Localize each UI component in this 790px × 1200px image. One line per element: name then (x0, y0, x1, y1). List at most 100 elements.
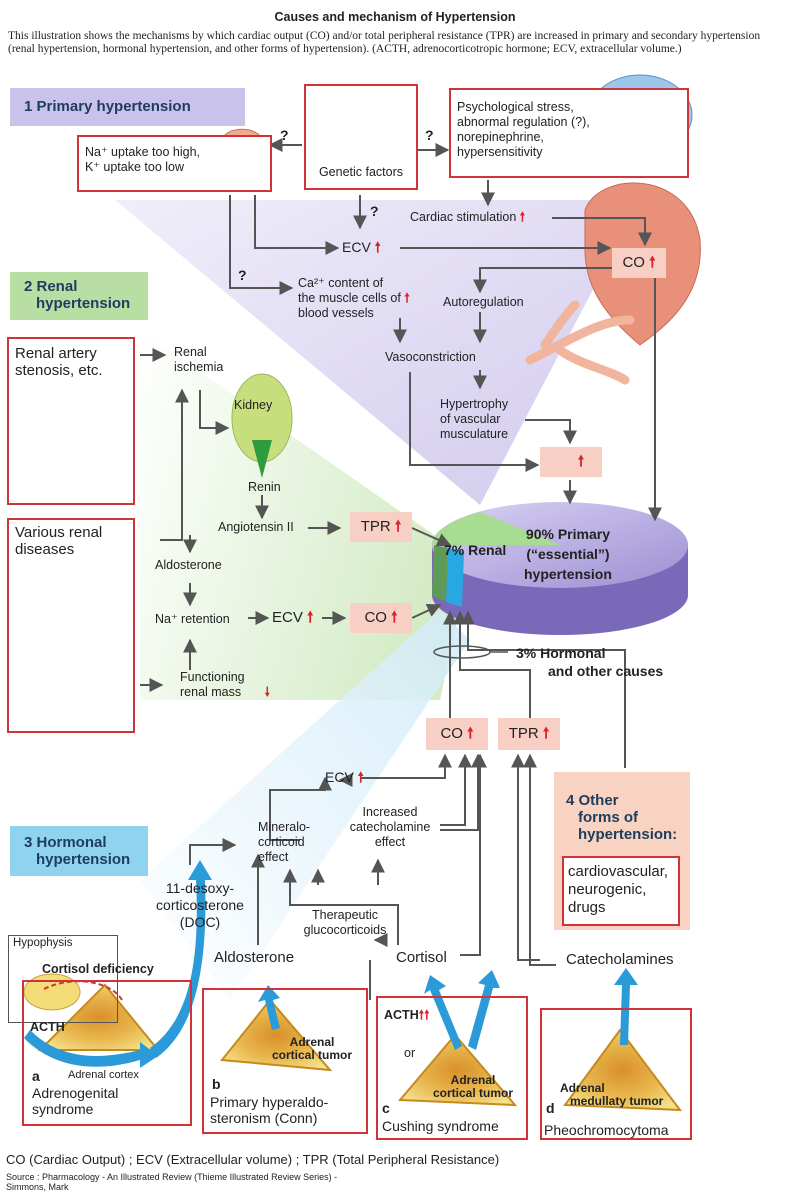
functioning-line2: renal mass (180, 685, 242, 699)
mineralo-line1: Mineralo- (258, 820, 311, 834)
adrenal-cortex-label: Adrenal cortex (68, 1069, 139, 1081)
catechol-effect-line3: effect (374, 835, 406, 849)
case-a-letter: a (32, 1068, 40, 1084)
source-citation: Source : Pharmacology - An Illustrated R… (6, 1172, 337, 1192)
renal-header-line1: 2 Renal (24, 278, 78, 295)
case-a-box (22, 980, 192, 1126)
calcium-line2: the muscle cells of (298, 291, 401, 305)
case-b-tumor-line1: Adrenal (289, 1035, 335, 1049)
up-arrow-icon: 🠕 (394, 518, 402, 535)
hormonal-co-box: CO 🠕 (426, 718, 488, 750)
tpr-text: TPR (508, 725, 539, 742)
case-d-tumor-line1: Adrenal (560, 1081, 605, 1095)
genetic-factors-box: Genetic factors (304, 84, 418, 190)
doc-line3: (DOC) (179, 914, 221, 930)
pie-other-label: 3% Hormonal and other causes (516, 644, 663, 680)
hormonal-ecv-label: ECV 🠕 (325, 770, 364, 785)
case-c-caption: Cushing syndrome (382, 1118, 499, 1134)
functioning-line1: Functioning (180, 670, 245, 684)
source-line2: Simmons, Mark (6, 1182, 69, 1192)
up-arrow-icon: 🠕 (649, 254, 656, 271)
primary-tpr-box: 🠕 (540, 447, 602, 477)
renin-label: Renin (248, 480, 281, 494)
catechol-effect-line2: catecholamine (349, 820, 431, 834)
catecholamines-label: Catecholamines (566, 951, 674, 968)
psych-stress-box: Psychological stress, abnormal regulatio… (449, 88, 689, 178)
other-header-line3: hypertension: (578, 826, 678, 843)
pie-primary-label: 90% Primary (“essential”) hypertension (524, 524, 612, 584)
case-a-line1: Adrenogenital (32, 1085, 119, 1101)
case-c-tumor-line1: Adrenal (450, 1073, 496, 1087)
hormonal-header-line2: hypertension (36, 851, 131, 868)
up-arrow-icon: 🠕 (404, 291, 410, 305)
other-causes-list: cardiovascular, neurogenic, drugs (562, 856, 680, 926)
renal-tpr-box: TPR 🠕 (350, 512, 412, 542)
hormone-flow-arrows (24, 860, 638, 1068)
up-arrow-icon: 🠕 (542, 725, 550, 742)
stress-line4: hypersensitivity (457, 145, 543, 159)
case-d-tumor-label: Adrenal medullaty tumor (560, 1082, 680, 1108)
therapeutic-glucocorticoids-label: Therapeutic glucocorticoids (290, 908, 400, 938)
case-b-caption: Primary hyperaldo- steronism (Conn) (210, 1094, 328, 1126)
functioning-mass-label: Functioning renal mass 🠗 (180, 670, 270, 700)
up-arrow-icon: 🠕 (577, 453, 585, 470)
pie-primary-line2: (“essential”) (526, 546, 610, 562)
acth-label-a: ACTH (30, 1020, 65, 1034)
co-text: CO (440, 725, 463, 742)
up-arrow-icon: 🠕 (307, 609, 314, 626)
angiotensin-label: Angiotensin II (218, 520, 294, 534)
cortisol-label: Cortisol (396, 949, 447, 966)
therapeutic-line1: Therapeutic (311, 908, 378, 922)
ecv-text: ECV (342, 239, 371, 255)
aldosterone-hormonal-label: Aldosterone (214, 949, 295, 966)
calcium-line3: blood vessels (298, 306, 374, 320)
case-d-tumor-line2: medullaty tumor (570, 1094, 664, 1108)
autoregulation-label: Autoregulation (443, 295, 524, 309)
case-c-tumor-label: Adrenal cortical tumor (418, 1074, 528, 1100)
renal-co-box: CO 🠕 (350, 603, 412, 633)
ischemia-line1: Renal (174, 345, 207, 359)
pie-renal-label: 7% Renal (444, 542, 507, 558)
potassium-uptake-text: K⁺ uptake too low (85, 160, 185, 174)
hypertrophy-label: Hypertrophy of vascular musculature (440, 397, 508, 442)
intro-text: This illustration shows the mechanisms b… (8, 30, 761, 55)
sodium-retention-label: Na⁺ retention (155, 612, 230, 626)
up-arrow-icon: 🠕 (519, 210, 526, 224)
mineralocorticoid-effect-label: Mineralo- corticoid effect (258, 820, 310, 865)
doc-line2: corticosterone (156, 897, 244, 913)
hypertrophy-line1: Hypertrophy (440, 397, 509, 411)
up-arrow-icon: 🠕 (374, 239, 381, 255)
aldosterone-renal-label: Aldosterone (155, 558, 222, 572)
vessel-shape (525, 300, 635, 385)
tpr-text: TPR (360, 518, 391, 535)
section-primary-header: 1 Primary hypertension (10, 88, 245, 126)
pie-other-line1: 3% Hormonal (516, 645, 606, 661)
renal-diseases-line1: Various renal (15, 524, 103, 541)
renal-diseases-line2: diseases (15, 541, 75, 558)
renal-diseases-label: Various renal diseases (15, 524, 102, 558)
hypophysis-box: Hypophysis (8, 935, 118, 1023)
case-b-letter: b (212, 1076, 221, 1092)
page-title: Causes and mechanism of Hypertension (274, 10, 516, 24)
case-d-caption: Pheochromocytoma (544, 1122, 669, 1138)
other-header: 4 Other forms of hypertension: (566, 792, 684, 843)
ecv-text: ECV (272, 609, 303, 626)
hypertrophy-line3: musculature (440, 427, 509, 441)
case-a-line2: syndrome (32, 1101, 94, 1117)
case-b-line2: steronism (Conn) (210, 1110, 318, 1126)
stress-line1: Psychological stress, (457, 100, 574, 114)
kidney-label: Kidney (234, 398, 273, 412)
case-c-tumor-line2: cortical tumor (432, 1086, 513, 1100)
cortisol-deficiency-label: Cortisol deficiency (42, 962, 154, 976)
doc-label: 11-desoxy- corticosterone (DOC) (140, 880, 260, 931)
section-renal-header: 2 Renal hypertension (10, 272, 148, 320)
mineralo-line3: effect (258, 850, 289, 864)
connector-arrows (140, 138, 662, 1000)
hypertrophy-line2: of vascular (440, 412, 501, 426)
up-arrow-icon: 🠕 (467, 725, 474, 742)
case-c-box (376, 996, 528, 1140)
co-text: CO (364, 609, 387, 626)
renal-ischemia-label: Renal ischemia (174, 345, 223, 375)
therapeutic-line2: glucocorticoids (303, 923, 387, 937)
hormonal-beam (140, 610, 470, 1000)
